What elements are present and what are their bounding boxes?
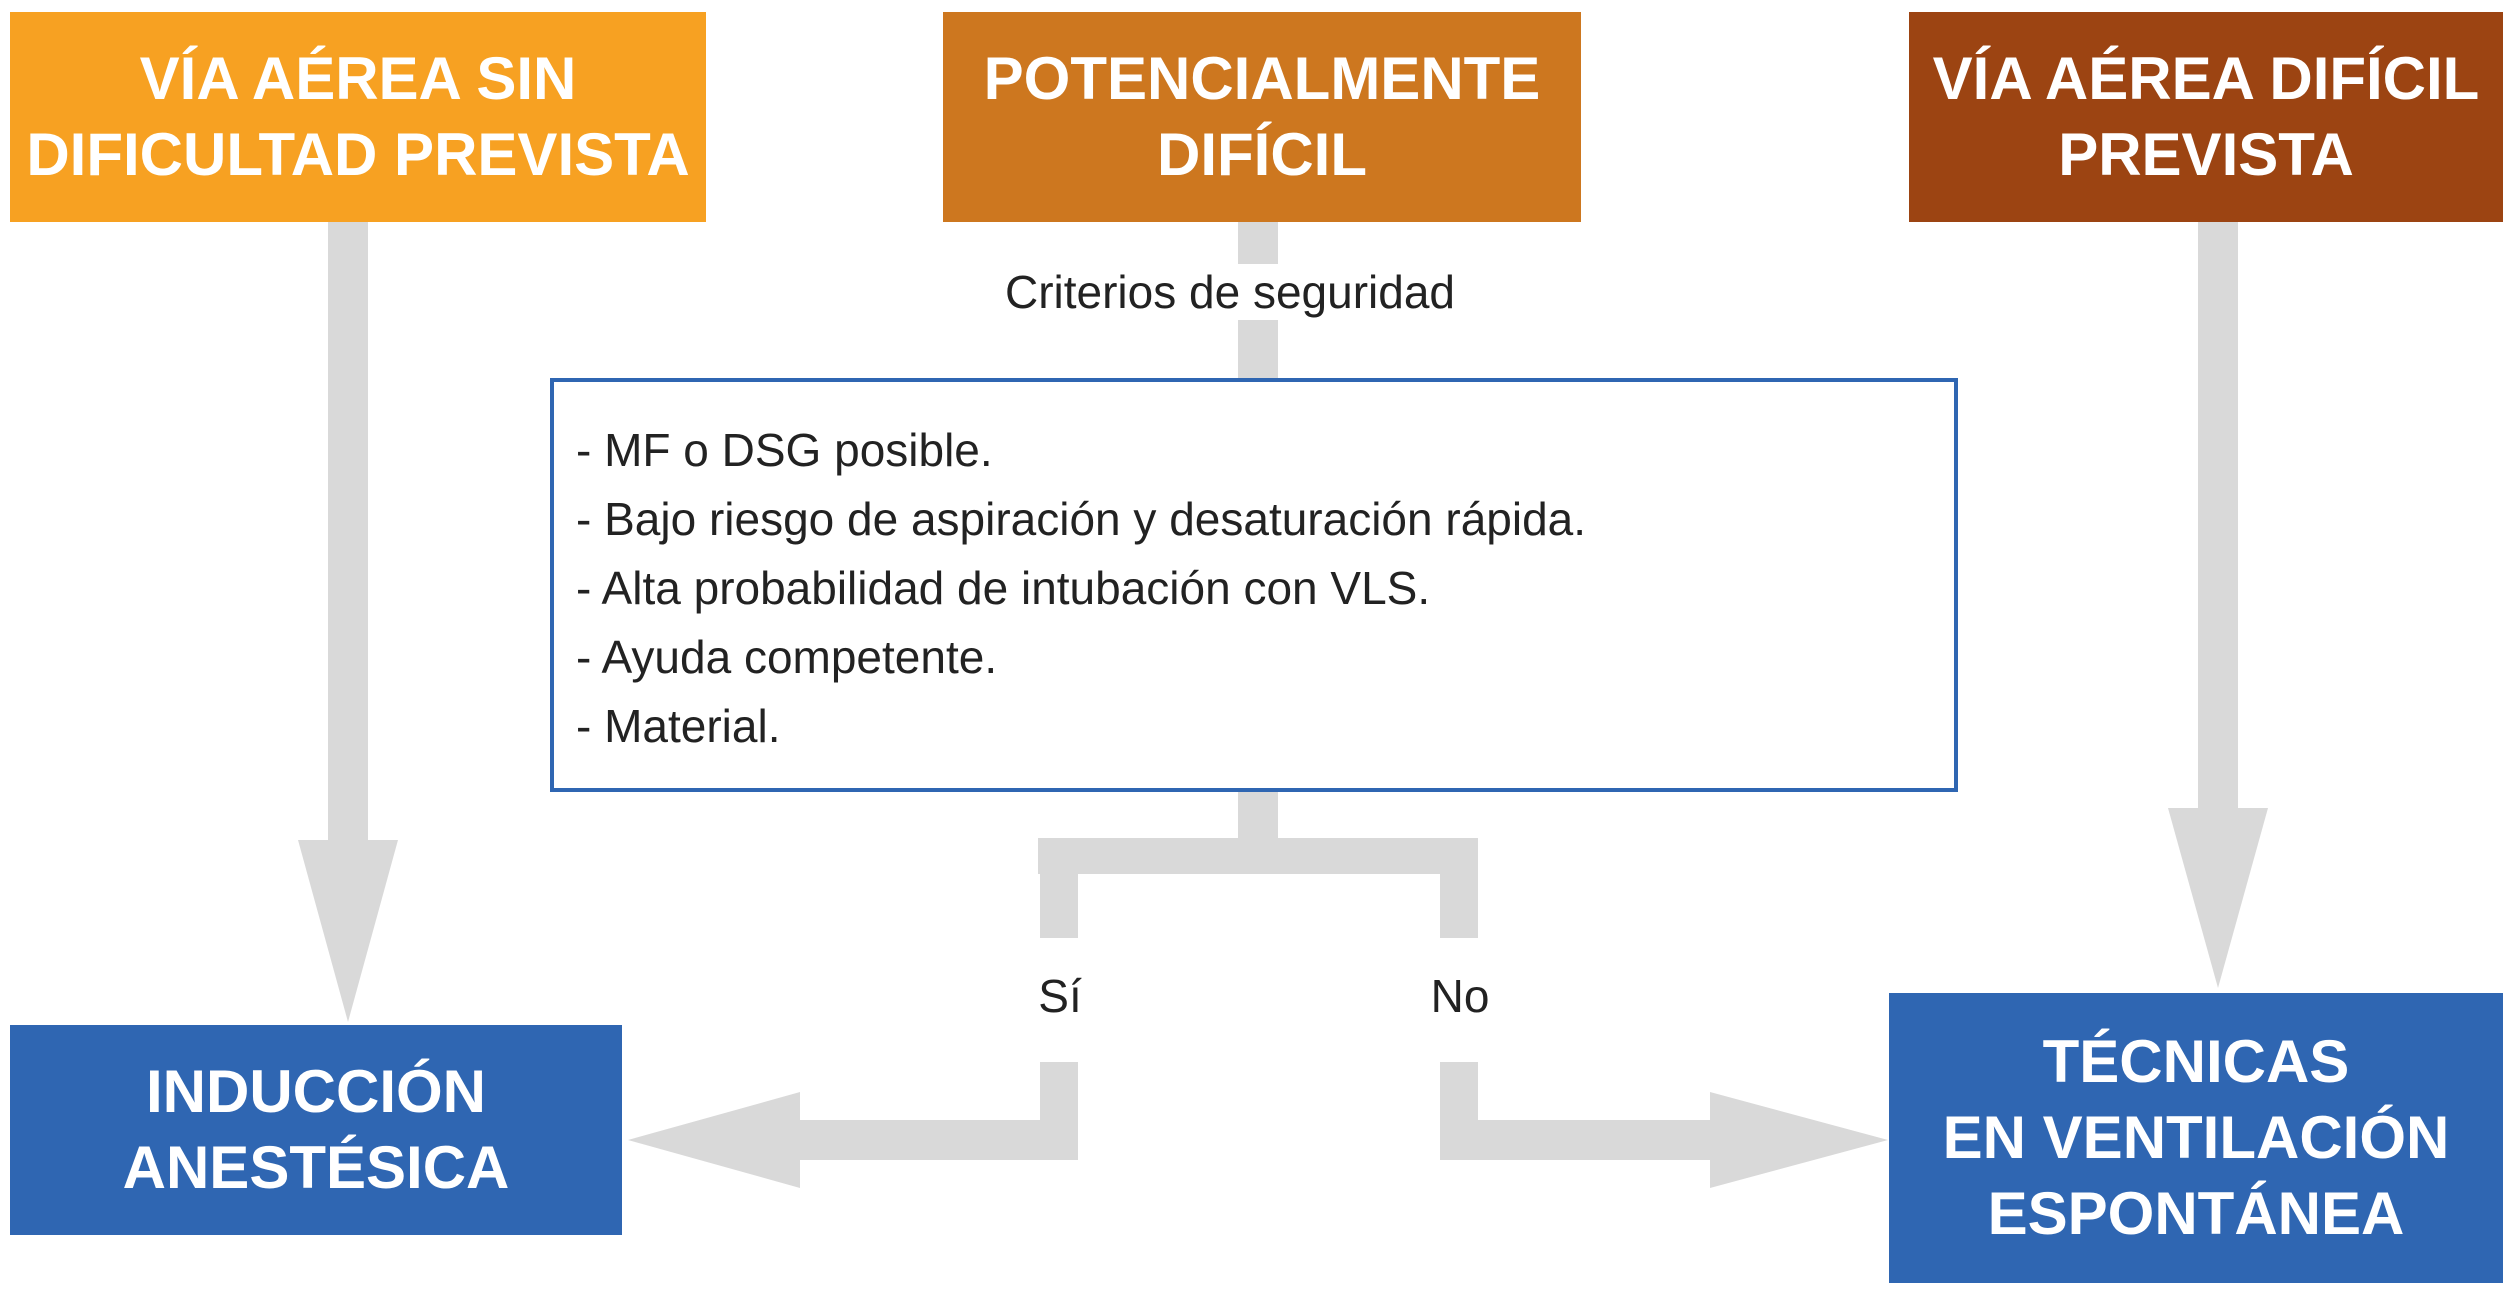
header-potential-line2: DIFÍCIL [1157, 121, 1367, 188]
criteria-item: - Ayuda competente. [576, 631, 998, 683]
header-difficult-line2: PREVISTA [2058, 121, 2354, 188]
header-unexpected-airway: VÍA AÉREA SIN DIFICULTAD PREVISTA [10, 12, 706, 222]
branch-no-arrowhead [1710, 1092, 1888, 1188]
outcome-induction-line1: INDUCCIÓN [146, 1058, 486, 1125]
outcome-anesthetic-induction: INDUCCIÓN ANESTÉSICA [10, 1025, 622, 1235]
header-difficult-line1: VÍA AÉREA DIFÍCIL [1932, 45, 2480, 112]
branch-no-horizontal [1440, 1120, 1730, 1160]
outcome-techniques-line2: EN VENTILACIÓN [1942, 1104, 2450, 1171]
arrow-left-head [298, 840, 398, 1022]
arrow-right-head [2168, 808, 2268, 988]
branch-yes-label: Sí [1038, 970, 1082, 1022]
branch-yes-horizontal [780, 1120, 1078, 1160]
header-unexpected-line2: DIFICULTAD PREVISTA [26, 121, 690, 188]
branch-no-label: No [1430, 970, 1490, 1022]
outcome-spontaneous-ventilation-techniques: TÉCNICAS EN VENTILACIÓN ESPONTÁNEA [1889, 993, 2503, 1283]
branch-no-upper [1440, 838, 1478, 938]
criteria-item: - Alta probabilidad de intubación con VL… [576, 562, 1431, 614]
header-expected-difficult-airway: VÍA AÉREA DIFÍCIL PREVISTA [1909, 12, 2503, 222]
branch-yes-arrowhead [628, 1092, 800, 1188]
criteria-item: - Bajo riesgo de aspiración y desaturaci… [576, 493, 1587, 545]
header-potential-line1: POTENCIALMENTE [983, 45, 1541, 112]
arrow-left-shaft [328, 222, 368, 844]
arrow-right-shaft [2198, 222, 2238, 812]
branch-yes-upper [1040, 838, 1078, 938]
center-stem-bottom [1238, 792, 1278, 842]
criteria-label: Criterios de seguridad [930, 264, 1530, 320]
criteria-item: - MF o DSG posible. [576, 424, 993, 476]
criteria-box: - MF o DSG posible. - Bajo riesgo de asp… [550, 378, 1958, 792]
criteria-item: - Material. [576, 700, 781, 752]
outcome-induction-line2: ANESTÉSICA [122, 1134, 510, 1201]
header-unexpected-line1: VÍA AÉREA SIN [139, 45, 577, 112]
branch-bar [1038, 838, 1478, 874]
header-potentially-difficult: POTENCIALMENTE DIFÍCIL [943, 12, 1581, 222]
outcome-techniques-line1: TÉCNICAS [2042, 1028, 2350, 1095]
outcome-techniques-line3: ESPONTÁNEA [1987, 1180, 2405, 1247]
